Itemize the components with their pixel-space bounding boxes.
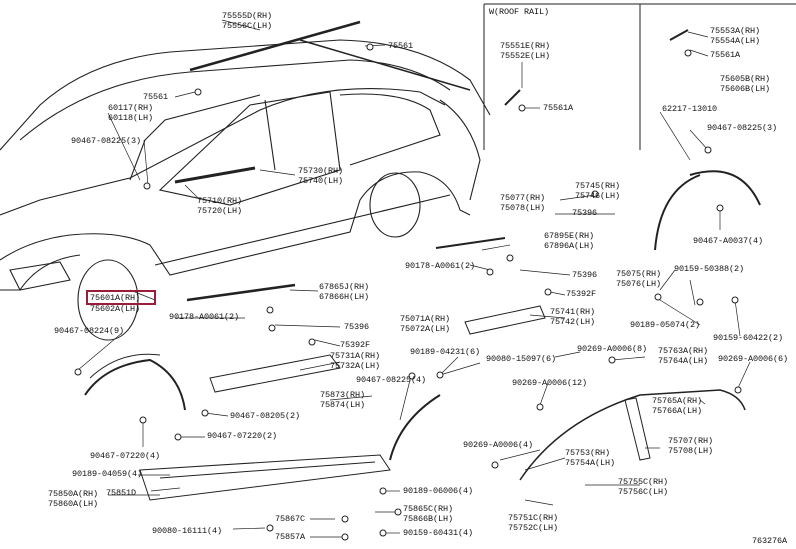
highlighted-part-box[interactable]	[86, 290, 156, 305]
part-label[interactable]: 75555D(RH)	[222, 11, 273, 21]
part-label[interactable]: 90467-07220(2)	[207, 431, 278, 441]
part-label[interactable]: 90159-60422(2)	[713, 333, 784, 343]
part-label[interactable]: 75552E(LH)	[500, 51, 551, 61]
part-label[interactable]: 90269-A0006(6)	[718, 354, 789, 364]
part-label[interactable]: 75857A	[275, 532, 306, 542]
part-label[interactable]: 90189-05074(2)	[630, 320, 701, 330]
part-label[interactable]: 75071A(RH)	[400, 314, 451, 324]
part-label[interactable]: 75075(RH)	[616, 269, 662, 279]
part-label[interactable]: 75561A	[543, 103, 574, 113]
leader-lines	[77, 19, 751, 538]
part-label[interactable]: 75605B(RH)	[720, 74, 771, 84]
part-label[interactable]: 75860A(LH)	[48, 499, 99, 509]
part-label[interactable]: 75392F	[340, 340, 371, 350]
part-label[interactable]: 90189-04059(4)	[72, 469, 143, 479]
part-label[interactable]: 75764A(LH)	[658, 356, 709, 366]
part-label[interactable]: 75740(LH)	[298, 176, 344, 186]
part-label[interactable]: 75867C	[275, 514, 306, 524]
part-label[interactable]: 90467-08224(9)	[54, 326, 125, 336]
part-label[interactable]: 75076(LH)	[616, 279, 662, 289]
part-label[interactable]: 75754A(LH)	[565, 458, 616, 468]
part-label[interactable]: 75850A(RH)	[48, 489, 99, 499]
figure-code: 763276A	[752, 536, 788, 546]
part-label[interactable]: 60117(RH)	[108, 103, 154, 113]
part-label[interactable]: 75072A(LH)	[400, 324, 451, 334]
part-label[interactable]: 75606B(LH)	[720, 84, 771, 94]
roof-rail-inset-frame	[483, 3, 796, 150]
part-label[interactable]: 90467-07220(4)	[90, 451, 161, 461]
part-label[interactable]: 75602A(LH)	[90, 304, 141, 314]
part-label[interactable]: 75742(LH)	[550, 317, 596, 327]
part-label[interactable]: 75866B(LH)	[403, 514, 454, 524]
part-label[interactable]: 75707(RH)	[668, 436, 714, 446]
part-label[interactable]: 75755C(RH)	[618, 477, 669, 487]
part-label[interactable]: 75553A(RH)	[710, 26, 761, 36]
part-label[interactable]: 75741(RH)	[550, 307, 596, 317]
part-label[interactable]: 90080-16111(4)	[152, 526, 223, 536]
part-label[interactable]: 75874(LH)	[320, 400, 366, 410]
part-label[interactable]: 75554A(LH)	[710, 36, 761, 46]
part-label[interactable]: 90189-04231(6)	[410, 347, 481, 357]
part-label[interactable]: 75561	[143, 92, 169, 102]
part-label[interactable]: 75556C(LH)	[222, 21, 273, 31]
part-label[interactable]: 75756C(LH)	[618, 487, 669, 497]
part-label[interactable]: 75865C(RH)	[403, 504, 454, 514]
part-label[interactable]: 75561	[388, 41, 414, 51]
part-label[interactable]: 67895E(RH)	[544, 231, 595, 241]
part-label[interactable]: 90269-A0006(8)	[577, 344, 648, 354]
part-label[interactable]: 67896A(LH)	[544, 241, 595, 251]
part-label[interactable]: 75078(LH)	[500, 203, 546, 213]
part-label[interactable]: 90178-A0061(2)	[405, 261, 476, 271]
part-label[interactable]: 67865J(RH)	[319, 282, 370, 292]
part-label[interactable]: 75765A(RH)	[652, 396, 703, 406]
part-label[interactable]: 75396	[572, 208, 598, 218]
part-label[interactable]: 75763A(RH)	[658, 346, 709, 356]
part-label[interactable]: 75708(LH)	[668, 446, 714, 456]
part-label[interactable]: 90159-50388(2)	[674, 264, 745, 274]
part-label[interactable]: 90178-A0061(2)	[169, 312, 240, 322]
vehicle-body-outline	[0, 20, 491, 341]
part-label[interactable]: 75752C(LH)	[508, 523, 559, 533]
part-label[interactable]: 90467-08225(4)	[356, 375, 427, 385]
part-label[interactable]: 75077(RH)	[500, 193, 546, 203]
part-label[interactable]: 75731A(RH)	[330, 351, 381, 361]
part-label[interactable]: 75751C(RH)	[508, 513, 559, 523]
part-label[interactable]: 60118(LH)	[108, 113, 154, 123]
part-label[interactable]: 75551E(RH)	[500, 41, 551, 51]
part-label[interactable]: 90080-15097(6)	[486, 354, 557, 364]
part-label[interactable]: 67866H(LH)	[319, 292, 370, 302]
moldings	[84, 29, 761, 501]
part-label[interactable]: 90467-A0037(4)	[693, 236, 764, 246]
part-label[interactable]: 90467-08225(3)	[71, 136, 142, 146]
part-label[interactable]: 90159-60431(4)	[403, 528, 474, 538]
part-label[interactable]: 75873(RH)	[320, 390, 366, 400]
part-label[interactable]: 75561A	[710, 50, 741, 60]
part-label[interactable]: 62217-13010	[662, 104, 718, 114]
part-label[interactable]: 75710(RH)	[197, 196, 243, 206]
part-label[interactable]: 75732A(LH)	[330, 361, 381, 371]
part-label[interactable]: 75730(RH)	[298, 166, 344, 176]
part-label[interactable]: 75720(LH)	[197, 206, 243, 216]
part-label[interactable]: 75746(LH)	[575, 191, 621, 201]
part-label[interactable]: 90467-08225(3)	[707, 123, 778, 133]
part-label[interactable]: 90269-A0006(4)	[463, 440, 534, 450]
part-label[interactable]: 75851D	[106, 488, 137, 498]
part-label[interactable]: 75753(RH)	[565, 448, 611, 458]
fastener-clips	[74, 43, 742, 541]
part-label[interactable]: 75396	[344, 322, 370, 332]
part-label[interactable]: 75396	[572, 270, 598, 280]
part-label[interactable]: 75601A(RH)	[90, 293, 141, 303]
part-label[interactable]: 75745(RH)	[575, 181, 621, 191]
inset-title: W(ROOF RAIL)	[489, 7, 550, 17]
part-label[interactable]: 75392F	[566, 289, 597, 299]
part-label[interactable]: 90189-06006(4)	[403, 486, 474, 496]
part-label[interactable]: 90467-08205(2)	[230, 411, 301, 421]
part-label[interactable]: 90269-A0006(12)	[512, 378, 588, 388]
part-label[interactable]: 75766A(LH)	[652, 406, 703, 416]
